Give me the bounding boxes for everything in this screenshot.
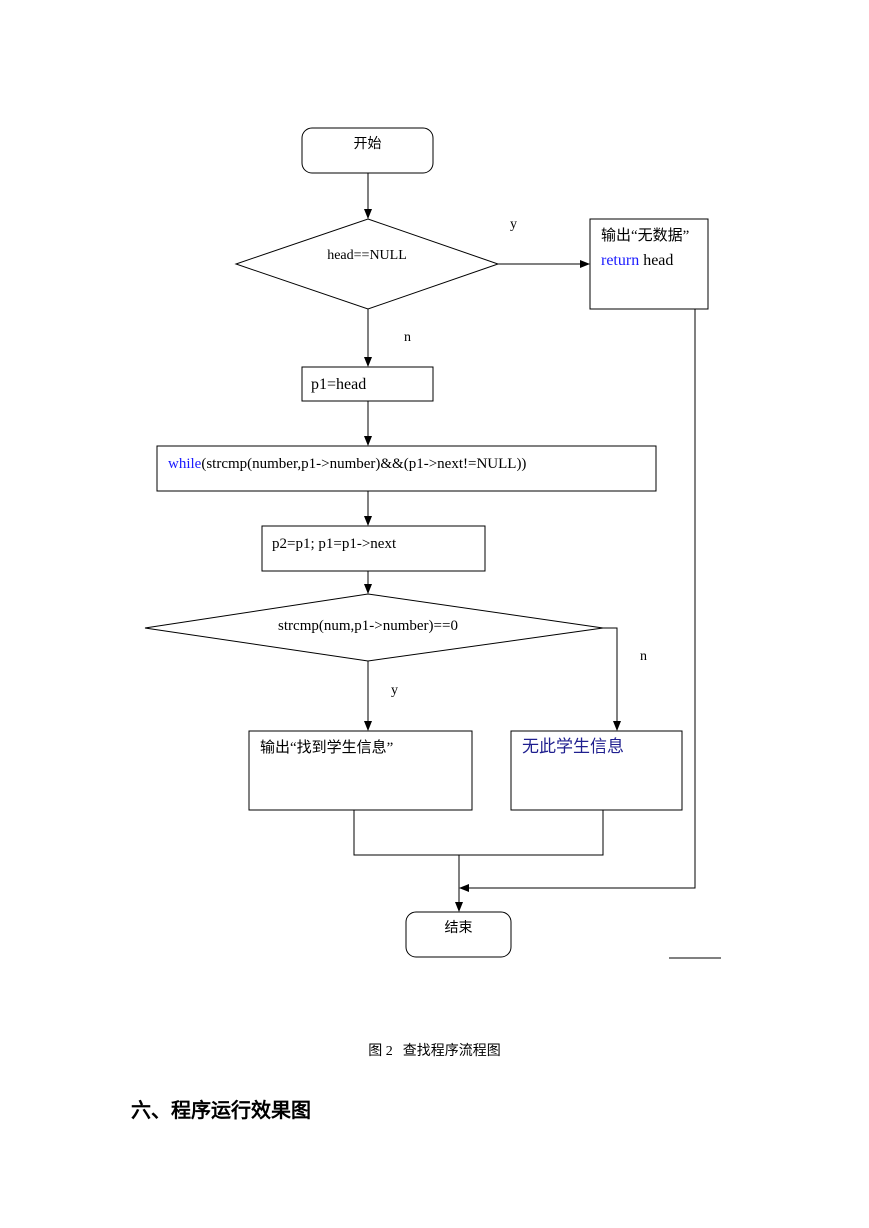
return-keyword: return — [601, 252, 640, 269]
cond1-yes-label: y — [510, 217, 517, 232]
found-output-label: 输出“找到学生信息” — [260, 740, 394, 756]
advance-label: p2=p1; p1=p1->next — [272, 536, 397, 552]
found-output-box — [248, 730, 473, 811]
figure-number: 图 2 — [368, 1044, 393, 1059]
empty-output-label: 输出“无数据” — [601, 228, 690, 244]
assign-p1-label: p1=head — [311, 376, 367, 393]
while-condition: (strcmp(number,p1->number)&&(p1->next!=N… — [201, 456, 527, 472]
while-loop-box — [156, 445, 657, 492]
return-value: head — [639, 252, 674, 269]
cond2-label: strcmp(num,p1->number)==0 — [278, 618, 458, 634]
not-found-box — [510, 730, 683, 811]
not-found-label: 无此学生信息 — [522, 737, 624, 756]
empty-output-box — [589, 218, 709, 310]
cond1-label: head==NULL — [327, 248, 407, 263]
empty-branch-return-connector — [459, 309, 696, 892]
end-label: 结束 — [444, 921, 473, 936]
cond1-no-label: n — [404, 330, 411, 345]
start-label: 开始 — [353, 137, 382, 152]
empty-return-line: return head — [601, 251, 673, 270]
figure-title: 查找程序流程图 — [402, 1044, 501, 1059]
merge-connector — [353, 810, 604, 856]
cond2-no-label: n — [640, 649, 647, 664]
end-terminal — [405, 911, 512, 958]
section-heading: 六、程序运行效果图 — [131, 1098, 311, 1122]
cond2-yes-label: y — [391, 683, 398, 698]
while-keyword: while — [168, 456, 202, 472]
cond2-no-connector — [603, 627, 621, 731]
figure-caption: 图 2 查找程序流程图 — [0, 1040, 869, 1060]
advance-box — [261, 525, 486, 572]
while-statement: while(strcmp(number,p1->number)&&(p1->ne… — [168, 455, 526, 473]
